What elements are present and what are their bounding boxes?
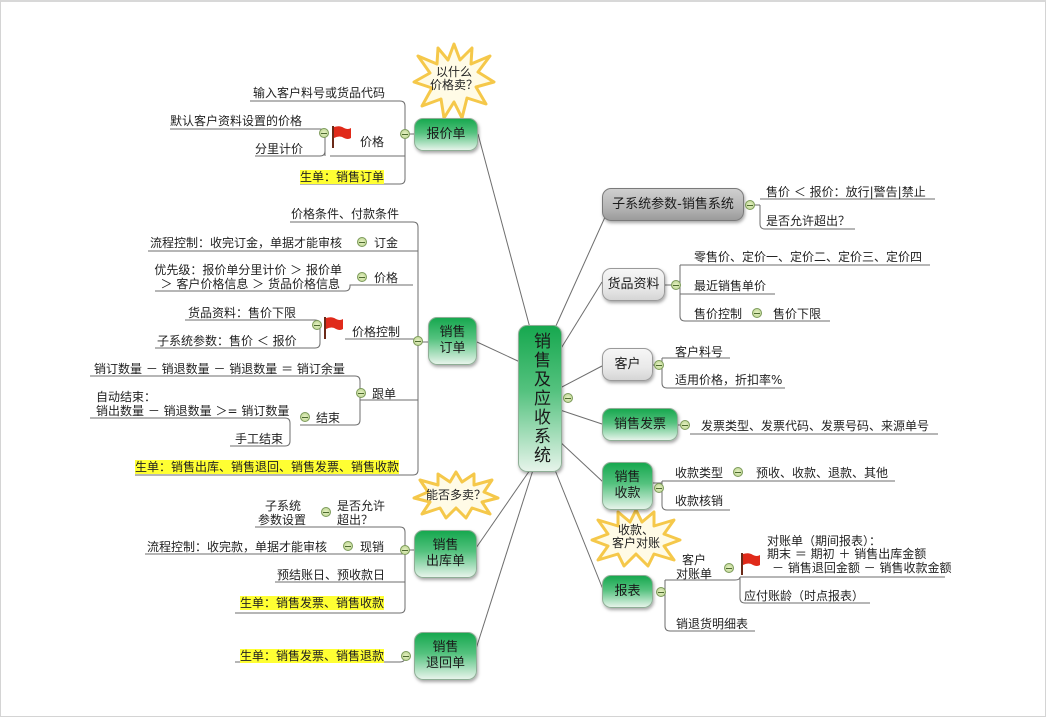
label-auto-close-2: 销出数量 － 销退数量 ＞= 销订数量 (96, 404, 290, 418)
label-price-control-r: 售价控制 (694, 307, 743, 321)
collapse-toggle-price-control-r[interactable] (752, 308, 762, 318)
label-return-detail: 销退货明细表 (676, 617, 749, 631)
collapse-toggle-sales-order[interactable] (413, 336, 423, 346)
label-close: 结束 (316, 411, 341, 425)
label-generate-multi: 生单：销售出库、销售退回、销售发票、销售收款 (135, 460, 400, 474)
label-generate-invoice-receipt: 生单：销售发票、销售收款 (240, 596, 385, 610)
label-price-priority-1: 优先级：报价单分里计价 ＞ 报价单 (154, 263, 342, 277)
label-terms: 价格条件、付款条件 (291, 207, 400, 221)
label-allow-exceed: 是否允许超出？ (766, 214, 851, 228)
label-goods-min-price: 货品资料：售价下限 (188, 306, 297, 320)
node-goods[interactable]: 货品资料 (602, 268, 665, 301)
label-statement-1: 客户 (682, 553, 707, 567)
collapse-toggle-price[interactable] (319, 128, 329, 138)
label-allow-1: 是否允许 (337, 499, 386, 513)
label-dates: 预结账日、预收款日 (277, 568, 386, 582)
red-flag-icon (324, 317, 343, 339)
label-statement-2: 对账单 (676, 567, 713, 581)
label-invoice-fields: 发票类型、发票代码、发票号码、来源单号 (701, 419, 930, 433)
label-track: 跟单 (372, 387, 397, 401)
callout-oversell-text: 能否多卖？ (425, 488, 486, 502)
label-allow-2: 超出？ (337, 513, 374, 527)
label-param-1: 子系统 (265, 499, 302, 513)
label-aging: 应付账龄（时点报表） (744, 589, 865, 603)
node-reports[interactable]: 报表 (602, 575, 653, 608)
label-track-formula: 销订数量 － 销退数量 － 销退数量 ＝ 销订余量 (94, 362, 345, 376)
collapse-toggle-statement[interactable] (724, 563, 734, 573)
label-customer-code: 客户料号 (675, 345, 724, 359)
label-price: 价格 (360, 135, 385, 149)
label-deposit-flow: 流程控制：收完订金，单据才能审核 (150, 236, 343, 250)
label-price-rule: 售价 ＜ 报价：放行|警告|禁止 (766, 185, 926, 199)
collapse-toggle-close[interactable] (300, 412, 310, 422)
callout-quote-text: 以什么 价格卖？ (429, 65, 478, 92)
node-sales-invoice[interactable]: 销售发票 (602, 408, 678, 441)
node-quotation[interactable]: 报价单 (414, 118, 478, 151)
callout-burst-report (590, 508, 682, 568)
label-auto-close-1: 自动结束： (96, 390, 157, 404)
collapse-toggle-return[interactable] (401, 651, 411, 661)
label-receipt-type: 收款类型 (675, 466, 724, 480)
label-cash-flow: 流程控制：收完款，单据才能审核 (147, 540, 328, 554)
collapse-toggle-track[interactable] (356, 388, 366, 398)
collapse-toggle-customer[interactable] (654, 360, 664, 370)
label-min-price: 售价下限 (773, 307, 822, 321)
label-generate-sales-order: 生单：销售订单 (300, 170, 385, 184)
label-statement-desc-1: 对账单（期间报表）： (767, 534, 882, 548)
label-receipt-type-values: 预收、收款、退款、其他 (756, 466, 889, 480)
collapse-toggle-quotation[interactable] (400, 129, 410, 139)
label-generate-invoice-refund: 生单：销售发票、销售退款 (240, 649, 385, 663)
collapse-toggle-params[interactable] (745, 200, 755, 210)
label-manual-close: 手工结束 (235, 432, 284, 446)
node-sales-return[interactable]: 销售 退回单 (414, 632, 477, 680)
collapse-toggle-outbound[interactable] (400, 545, 410, 555)
callout-report-text: 收款、 客户对账 (611, 523, 660, 550)
label-statement-desc-3: － 销售退回金额 － 销售收款金额 (772, 561, 952, 575)
label-qty-pricing: 分里计价 (255, 142, 304, 156)
label-default-customer-price: 默认客户资料设置的价格 (170, 114, 303, 128)
collapse-toggle-param[interactable] (321, 507, 331, 517)
collapse-toggle-center[interactable] (563, 393, 573, 403)
node-customer[interactable]: 客户 (602, 348, 653, 381)
collapse-toggle-goods[interactable] (671, 280, 681, 290)
callout-burst-quote (412, 42, 496, 120)
label-customer-price: 适用价格，折扣率% (675, 373, 783, 387)
label-cash-sale: 现销 (360, 540, 385, 554)
label-deposit: 订金 (374, 236, 399, 250)
node-sales-order[interactable]: 销售 订单 (428, 317, 477, 365)
node-sales-receipt[interactable]: 销售 收款 (602, 462, 653, 510)
collapse-toggle-receipt-type[interactable] (733, 467, 743, 477)
node-subsystem-params[interactable]: 子系统参数-销售系统 (602, 188, 744, 221)
red-flag-icon (332, 126, 351, 148)
label-order-price: 价格 (374, 271, 399, 285)
label-price-tiers: 零售价、定价一、定价二、定价三、定价四 (694, 250, 923, 264)
node-sales-outbound[interactable]: 销售 出库单 (414, 530, 477, 578)
collapse-toggle-deposit[interactable] (357, 237, 367, 247)
label-statement-desc-2: 期末 ＝ 期初 ＋ 销售出库金额 (767, 547, 927, 561)
collapse-toggle-cash[interactable] (343, 541, 353, 551)
label-writeoff: 收款核销 (675, 494, 724, 508)
collapse-toggle-receipt[interactable] (654, 483, 664, 493)
collapse-toggle-reports[interactable] (656, 587, 666, 597)
callout-burst-oversell (412, 470, 500, 520)
label-price-control: 价格控制 (352, 325, 401, 339)
collapse-toggle-order-price[interactable] (357, 272, 367, 282)
red-flag-icon (741, 553, 760, 575)
collapse-toggle-price-control[interactable] (312, 320, 322, 330)
label-recent-price: 最近销售单价 (694, 279, 767, 293)
center-node-sales-ar-system[interactable]: 销售及应收系统 (518, 325, 562, 472)
label-param-price-lt-quote: 子系统参数：售价 ＜ 报价 (157, 334, 297, 348)
collapse-toggle-invoice[interactable] (680, 420, 690, 430)
label-price-priority-2: ＞ 客户价格信息 ＞ 货品价格信息 (160, 277, 340, 291)
label-param-2: 参数设置 (258, 513, 307, 527)
label-input-code: 输入客户料号或货品代码 (253, 86, 386, 100)
